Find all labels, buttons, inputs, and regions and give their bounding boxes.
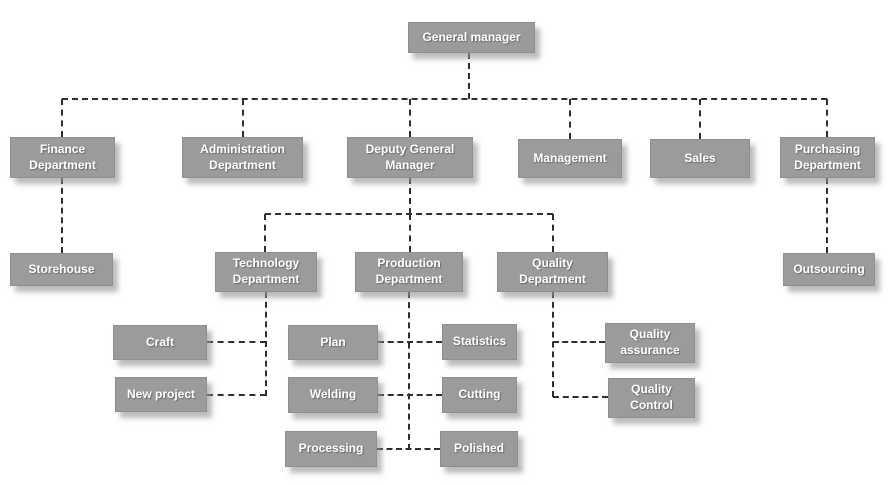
connector-quality-spine xyxy=(552,292,554,397)
connector-drop-purchasing xyxy=(826,99,828,137)
node-welding: Welding xyxy=(288,377,378,413)
node-purchasing-department: Purchasing Department xyxy=(780,137,875,178)
node-outsourcing: Outsourcing xyxy=(783,253,875,286)
node-polished: Polished xyxy=(440,431,518,467)
node-general-manager: General manager xyxy=(408,22,535,53)
node-administration-department: Administration Department xyxy=(182,137,303,178)
node-quality-department: Quality Department xyxy=(497,252,608,292)
node-plan: Plan xyxy=(288,325,378,360)
connector-technology-spine xyxy=(265,292,267,396)
connector-craft xyxy=(207,341,266,343)
node-craft: Craft xyxy=(113,325,207,360)
node-sales: Sales xyxy=(650,139,750,178)
connector-new-project xyxy=(207,394,266,396)
connector-drop-finance xyxy=(61,99,63,137)
connector-production-spine xyxy=(408,292,410,450)
connector-drop-deputy xyxy=(409,99,411,137)
connector-purchasing-outsourcing xyxy=(826,178,828,253)
connector-drop-sales xyxy=(699,99,701,139)
node-processing: Processing xyxy=(285,431,377,467)
connector-row2-bus xyxy=(62,98,827,100)
connector-welding-cutting xyxy=(378,394,442,396)
node-quality-control: Quality Control xyxy=(608,378,695,418)
connector-deputy-to-row3 xyxy=(409,178,411,214)
connector-processing-polished xyxy=(377,448,440,450)
connector-plan-statistics xyxy=(378,341,442,343)
connector-drop-quality xyxy=(552,214,554,252)
connector-quality-control xyxy=(553,396,608,398)
node-deputy-general-manager: Deputy General Manager xyxy=(347,137,473,178)
connector-quality-assurance xyxy=(553,341,605,343)
connector-drop-technology xyxy=(264,214,266,252)
node-new-project: New project xyxy=(115,377,207,412)
node-statistics: Statistics xyxy=(442,324,517,360)
node-quality-assurance: Quality assurance xyxy=(605,323,695,363)
node-technology-department: Technology Department xyxy=(215,252,317,292)
connector-gm-to-row2 xyxy=(468,53,470,99)
node-finance-department: Finance Department xyxy=(10,137,115,178)
connector-drop-management xyxy=(569,99,571,139)
connector-drop-administration xyxy=(242,99,244,137)
node-cutting: Cutting xyxy=(442,377,517,413)
node-production-department: Production Department xyxy=(355,252,463,292)
connector-finance-storehouse xyxy=(61,178,63,253)
node-management: Management xyxy=(518,139,622,178)
node-storehouse: Storehouse xyxy=(10,253,113,286)
connector-drop-production xyxy=(409,214,411,252)
